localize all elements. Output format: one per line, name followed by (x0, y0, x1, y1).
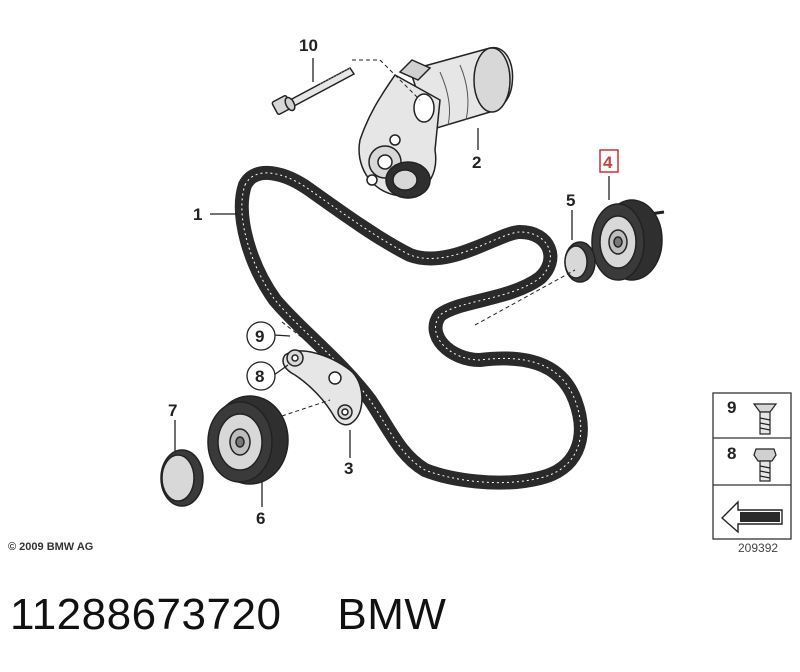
callout-6: 6 (256, 509, 265, 528)
callout-7: 7 (168, 401, 177, 420)
assembly-lines (281, 59, 576, 417)
part-number: 11288673720 (10, 590, 282, 639)
callout-8-ring (246, 361, 276, 391)
legend-label-8: 8 (727, 444, 736, 463)
callout-9-ring (246, 321, 276, 351)
leader-lines (174, 58, 610, 507)
hex-bolt-icon (753, 448, 777, 482)
pulley-bracket (282, 349, 363, 426)
exploded-parts-diagram: 10 2 1 4 5 9 8 7 3 6 9 8 (160, 36, 792, 540)
tensioner-bolt (271, 67, 356, 115)
callout-3: 3 (344, 459, 353, 478)
idler-pulley-upper (591, 199, 665, 281)
fastener-legend: 9 8 (712, 392, 792, 540)
callout-5: 5 (566, 191, 575, 210)
drive-belt (234, 165, 588, 490)
brand-name: BMW (337, 590, 447, 639)
diagram-catalog-number: 209392 (738, 541, 779, 555)
legend-label-9: 9 (727, 398, 736, 417)
callout-2: 2 (472, 153, 481, 172)
part-caption: 11288673720 BMW (10, 590, 502, 640)
pulley-cap-lower (160, 449, 204, 507)
pulley-cap-upper (564, 241, 596, 283)
callout-9: 9 (255, 327, 264, 346)
callout-4: 4 (603, 153, 613, 172)
belt-tensioner (358, 47, 514, 199)
callout-4-box (599, 149, 619, 173)
idler-pulley-lower (207, 395, 289, 485)
callout-8: 8 (255, 367, 264, 386)
callout-1: 1 (193, 205, 202, 224)
copyright-notice: © 2009 BMW AG (8, 541, 94, 553)
direction-arrow-icon (720, 500, 783, 534)
callout-10: 10 (299, 36, 318, 55)
countersunk-screw-icon (752, 403, 778, 435)
